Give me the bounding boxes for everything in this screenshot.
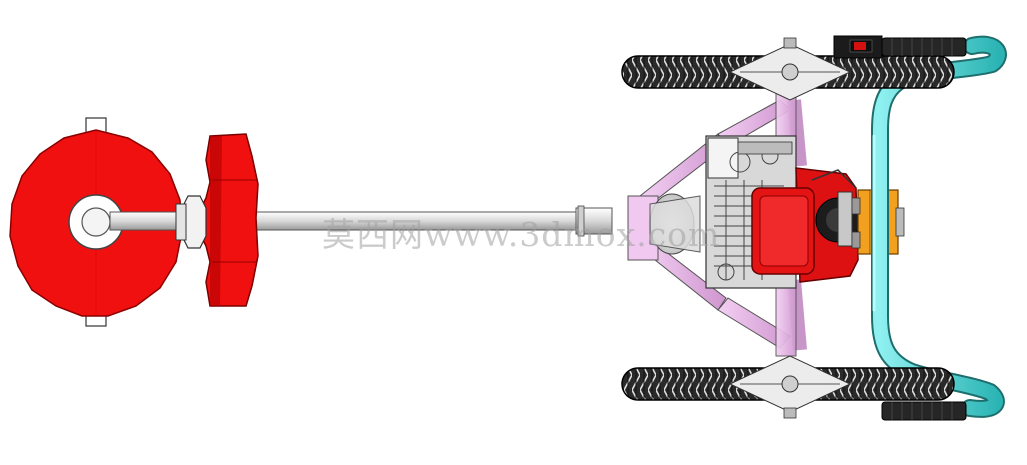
blade-bar: [199, 133, 259, 307]
handlebar-grip-icon: [881, 401, 967, 421]
engine-block-icon: [705, 135, 861, 289]
handlebar: [871, 35, 1007, 418]
pneumatic-tire-icon: [621, 37, 955, 101]
pneumatic-tire-icon: [621, 355, 955, 419]
throttle-switch-icon: [849, 39, 873, 53]
cutter-disc-icon: [9, 117, 183, 327]
bearing-hub-icon: [175, 195, 207, 249]
